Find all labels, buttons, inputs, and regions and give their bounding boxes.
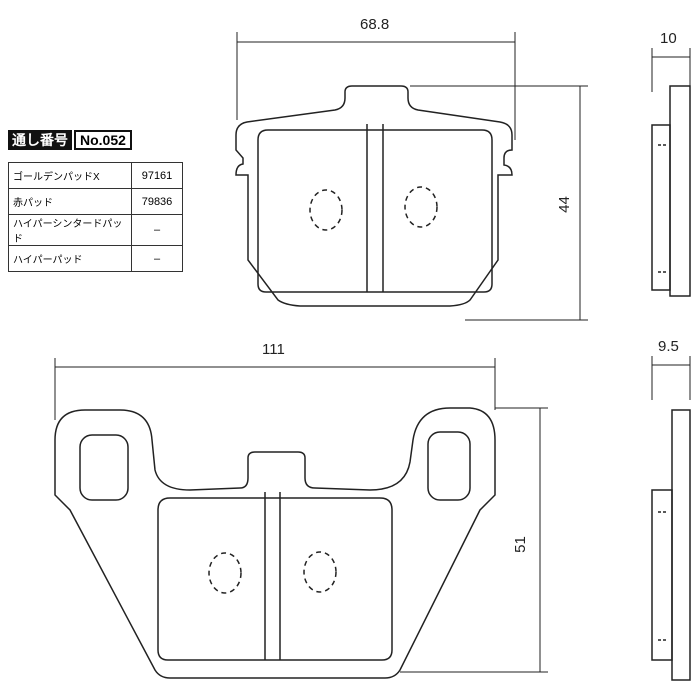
bottom-dimension-lines: [54, 356, 691, 673]
pad-name: ハイパーシンタードパッド: [8, 214, 132, 246]
pad-code: –: [131, 245, 183, 272]
top-thickness-label: 10: [660, 30, 677, 47]
pad-name: ゴールデンパッドX: [8, 162, 132, 189]
pad-code: –: [131, 214, 183, 246]
bottom-thickness-label: 9.5: [658, 338, 679, 355]
bottom-height-label: 51: [511, 536, 529, 553]
top-width-label: 68.8: [360, 16, 390, 33]
table-row: ハイパーパッド–: [8, 245, 183, 272]
serial-number-header: 通し番号 No.052: [8, 130, 132, 150]
pad-code: 79836: [131, 188, 183, 215]
serial-value: No.052: [74, 130, 132, 150]
top-dimension-lines: [236, 32, 691, 321]
top-pad: [235, 85, 513, 307]
serial-label: 通し番号: [8, 130, 72, 150]
pad-name: 赤パッド: [8, 188, 132, 215]
pad-code: 97161: [131, 162, 183, 189]
table-row: ハイパーシンタードパッド–: [8, 214, 183, 246]
bottom-width-label: 111: [262, 341, 285, 358]
bottom-pad-side-view: [651, 409, 691, 681]
bottom-pad: [54, 407, 496, 679]
top-height-label: 44: [555, 196, 573, 213]
top-pad-side-view: [651, 85, 691, 297]
pad-name: ハイパーパッド: [8, 245, 132, 272]
